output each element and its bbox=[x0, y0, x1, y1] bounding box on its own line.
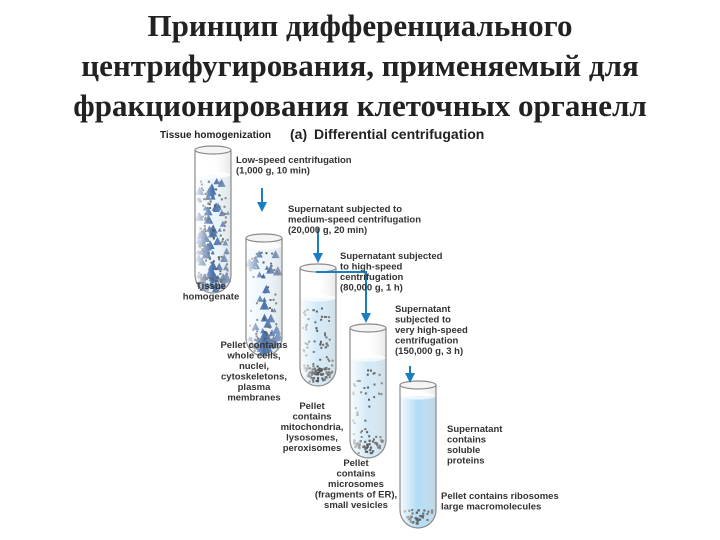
liquid-surface bbox=[300, 294, 336, 302]
tube-rim bbox=[349, 323, 387, 333]
tube-glass bbox=[194, 150, 232, 294]
centrifuge-tube-3 bbox=[299, 263, 337, 387]
title-line-3: фракционирования клеточных органелл bbox=[73, 88, 647, 123]
tube-rim bbox=[245, 233, 283, 243]
liquid-surface bbox=[195, 171, 231, 179]
liquid-surface bbox=[400, 392, 436, 400]
tube-glass bbox=[299, 268, 337, 387]
panel-title: Differential centrifugation bbox=[314, 126, 484, 142]
centrifuge-tube-1 bbox=[194, 145, 232, 294]
tube-rim bbox=[194, 145, 232, 155]
title-line-1: Принцип дифференциального bbox=[147, 8, 573, 43]
tube-glass bbox=[399, 385, 437, 529]
centrifuge-tube-4 bbox=[349, 323, 387, 459]
arrows-group bbox=[257, 188, 415, 383]
liquid-surface bbox=[350, 354, 386, 362]
labels-group: Low-speed centrifugation(1,000 g, 10 min… bbox=[183, 155, 559, 513]
step-1-label: Low-speed centrifugation(1,000 g, 10 min… bbox=[236, 155, 352, 177]
title-line-2: центрифугирования, применяемый для bbox=[81, 48, 639, 83]
tube-glass bbox=[245, 238, 283, 357]
liquid-surface bbox=[246, 242, 282, 250]
tube-rim bbox=[299, 263, 337, 273]
centrifuge-tube-5 bbox=[399, 380, 437, 529]
tubes-group bbox=[194, 145, 437, 529]
tissue-homogenization-label: Tissue homogenization bbox=[160, 130, 271, 141]
tube-glass bbox=[349, 328, 387, 459]
slide-title: Принцип дифференциального центрифугирова… bbox=[0, 6, 720, 126]
tube-rim bbox=[399, 380, 437, 390]
panel-letter: (a) bbox=[290, 126, 307, 142]
flow-arrow-3 bbox=[316, 271, 371, 323]
centrifuge-tube-2 bbox=[245, 233, 283, 357]
